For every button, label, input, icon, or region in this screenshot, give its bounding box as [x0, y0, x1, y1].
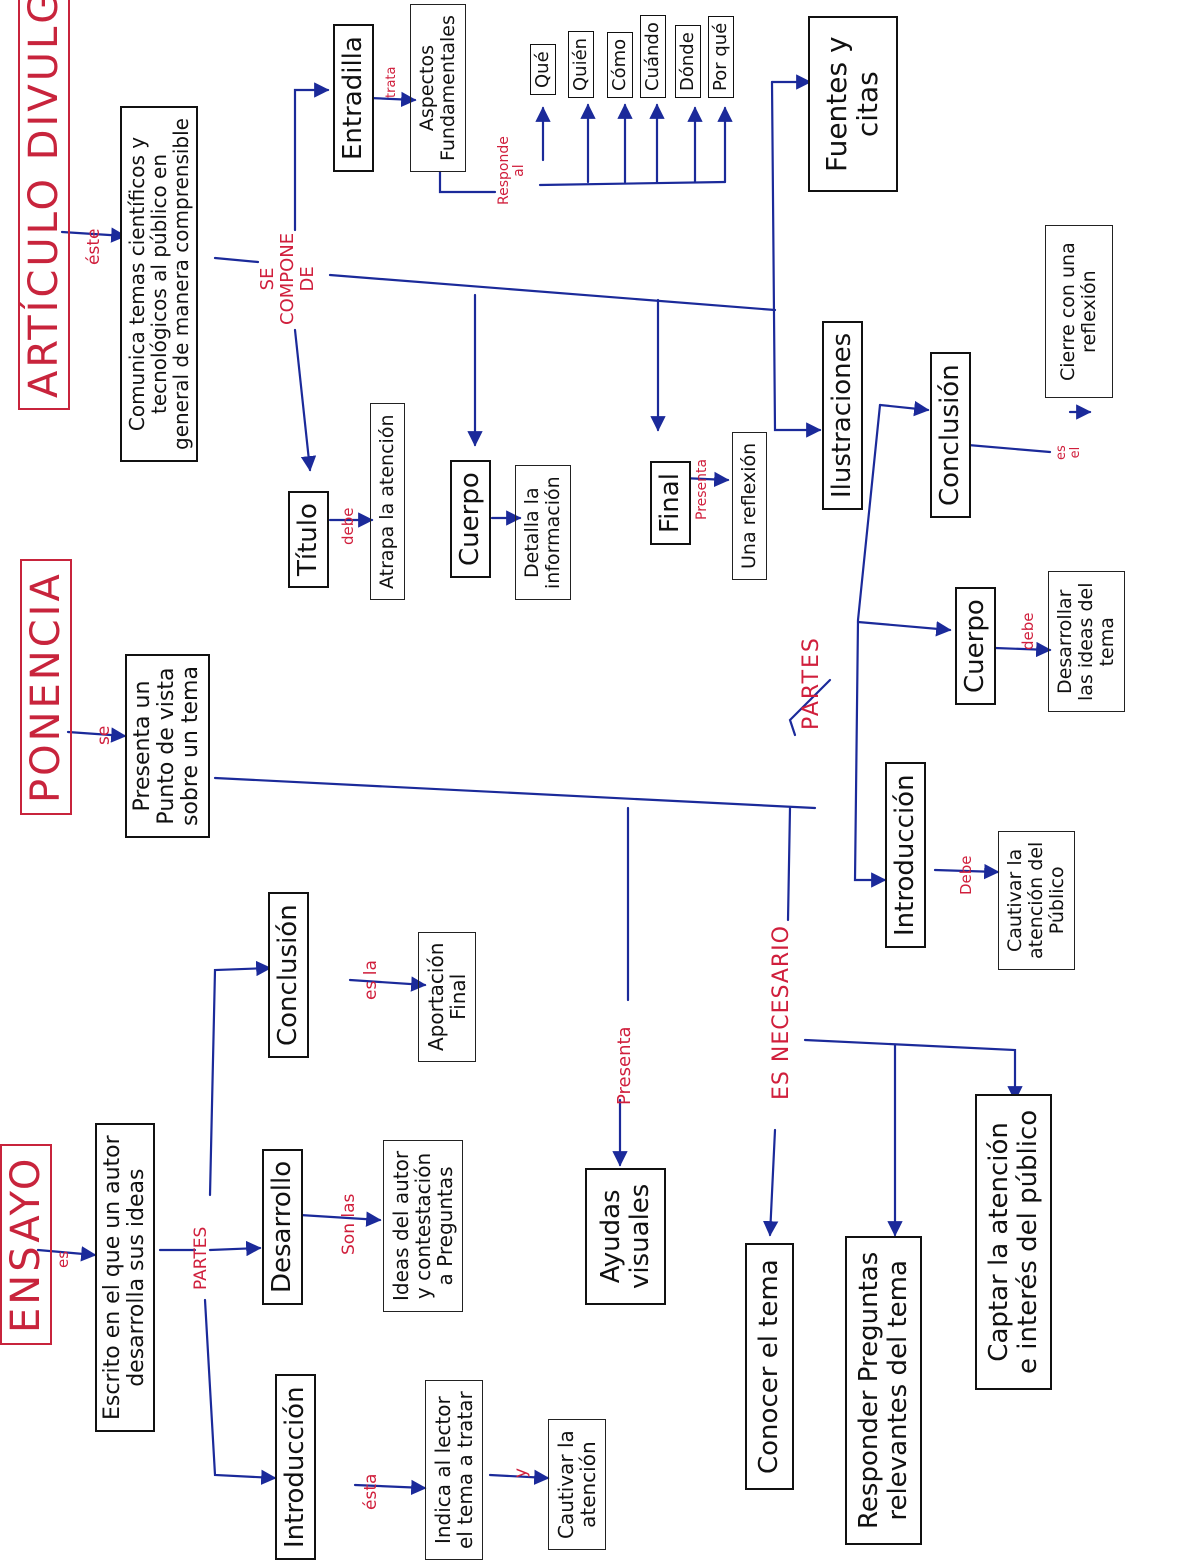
- title-articulo-divulgatorio: ARTÍCULO DIVULGATORIO: [18, 0, 70, 410]
- node-cuerpo-articulo: Cuerpo: [450, 460, 491, 578]
- line-right-vertical: [770, 80, 822, 438]
- node-aportacion-final: Aportación Final: [418, 931, 476, 1062]
- connector-es-necesario: ES NECESARIO: [769, 925, 794, 1100]
- node-desarrollo: Desarrollo: [262, 1148, 303, 1305]
- line-ensayo-to-desc: [36, 1246, 97, 1262]
- line-cuerpo-desarrollar: [993, 641, 1052, 658]
- link-esta: ésta: [361, 1473, 381, 1510]
- node-cuerpo-ponencia: Cuerpo: [955, 587, 996, 705]
- link-debe-cuerpo: debe: [1019, 612, 1037, 651]
- line-partes-mid-ens: [208, 1240, 262, 1257]
- node-titulo: Título: [288, 491, 329, 588]
- line-partes-to-necesario: [786, 806, 792, 922]
- line-partes-vertical: [853, 403, 887, 888]
- line-ponencia-main: [213, 776, 817, 810]
- link-debe-titulo: debe: [339, 507, 357, 546]
- connector-partes-ensayo: PARTES: [191, 1226, 211, 1290]
- node-conocer-tema: Conocer el tema: [745, 1243, 794, 1490]
- link-trata: trata: [384, 66, 399, 98]
- question-que: Qué: [530, 44, 556, 95]
- node-aspectos-fundamentales: Aspectos Fundamentales: [410, 4, 466, 172]
- line-intro-indica: [353, 1479, 427, 1496]
- node-ilustraciones: Ilustraciones: [822, 320, 863, 510]
- line-conclusion-aportacion: [348, 976, 427, 992]
- question-quien: Quién: [568, 30, 594, 98]
- link-presenta-final: Presenta: [694, 458, 710, 520]
- line-questions-bar: [538, 180, 727, 187]
- line-compone-down: [293, 328, 317, 472]
- line-compone-main: [328, 273, 777, 312]
- question-donde: Dónde: [675, 25, 701, 98]
- line-desarrollo-ideas: [298, 1211, 382, 1227]
- line-to-cuerpo-pon: [856, 620, 952, 637]
- node-introduccion-ensayo: Introducción: [275, 1374, 316, 1560]
- link-debe-intro: Debe: [957, 855, 975, 895]
- node-indica-lector: Indica al lector el tema a tratar: [425, 1380, 483, 1560]
- connector-se-compone-de: SE COMPONE DE: [257, 232, 318, 325]
- question-por-que: Por qué: [708, 15, 734, 98]
- line-necesario-right: [803, 1038, 1023, 1102]
- node-cautivar-publico: Cautivar la atención del Público: [998, 830, 1075, 970]
- ensayo-description: Escrito en el que un autor desarrolla su…: [95, 1123, 156, 1432]
- node-fuentes-citas: Fuentes y citas: [808, 16, 898, 192]
- question-como: Cómo: [607, 31, 633, 98]
- question-cuando: Cuándo: [640, 15, 666, 98]
- line-entradilla-aspectos: [368, 91, 417, 108]
- node-cierre-reflexion: Cierre con una reflexión: [1045, 225, 1113, 398]
- line-to-conocer: [762, 1128, 779, 1237]
- line-conclusion-cierre: [966, 443, 1052, 454]
- node-responder-preguntas: Responder Preguntas relevantes del tema: [845, 1235, 923, 1545]
- line-aspectos-responde: [438, 170, 497, 194]
- node-entradilla: Entradilla: [333, 24, 374, 172]
- node-final: Final: [650, 461, 691, 545]
- link-es: es: [54, 1250, 72, 1268]
- articulo-description: Comunica temas científicos y tecnológico…: [120, 106, 198, 462]
- ponencia-description: Presenta un Punto de vista sobre un tema: [125, 654, 210, 838]
- link-este: éste: [84, 228, 104, 265]
- link-y: y: [511, 1467, 531, 1478]
- title-ensayo: ENSAYO: [0, 1143, 52, 1345]
- line-partes-down-ens: [203, 1298, 277, 1485]
- line-partes-up: [788, 678, 832, 737]
- line-indica-cautivar: [488, 1469, 550, 1485]
- link-son-las: Son las: [339, 1193, 359, 1255]
- line-partes-up-ens: [208, 960, 272, 1197]
- line-desc-to-compone: [213, 256, 260, 264]
- link-responde-al: Responde al: [496, 136, 528, 205]
- node-introduccion-ponencia: Introducción: [885, 762, 926, 948]
- line-to-conclusion-pon: [878, 400, 930, 417]
- link-se: se: [94, 725, 114, 745]
- connector-partes-ponencia: PARTES: [799, 636, 824, 730]
- node-ayudas-visuales: Ayudas visuales: [585, 1167, 667, 1305]
- node-ideas-autor: Ideas del autor y contestación a Pregunt…: [383, 1139, 463, 1312]
- title-ponencia: PONENCIA: [20, 559, 72, 815]
- node-una-reflexion: Una reflexión: [732, 431, 767, 580]
- line-intro-cautivar: [933, 863, 1000, 880]
- node-cautivar-atencion: Cautivar la atención: [548, 1419, 606, 1550]
- link-es-el: es el: [1054, 445, 1084, 460]
- line-articulo-to-desc: [60, 227, 127, 243]
- line-compone-up: [293, 82, 330, 232]
- line-ponencia-to-desc: [66, 727, 127, 743]
- node-detalla-informacion: Detalla la información: [515, 465, 571, 600]
- node-atrapa-atencion: Atrapa la atención: [370, 403, 405, 600]
- node-conclusion-ensayo: Conclusión: [268, 892, 309, 1058]
- node-desarrollar-ideas: Desarrollar las ideas del tema: [1048, 571, 1125, 712]
- link-es-la: es la: [361, 960, 381, 1000]
- node-captar-atencion: Captar la atención e interés del público: [975, 1093, 1053, 1390]
- link-presenta-ponencia: Presenta: [614, 1026, 635, 1105]
- node-conclusion-ponencia: Conclusión: [930, 352, 971, 518]
